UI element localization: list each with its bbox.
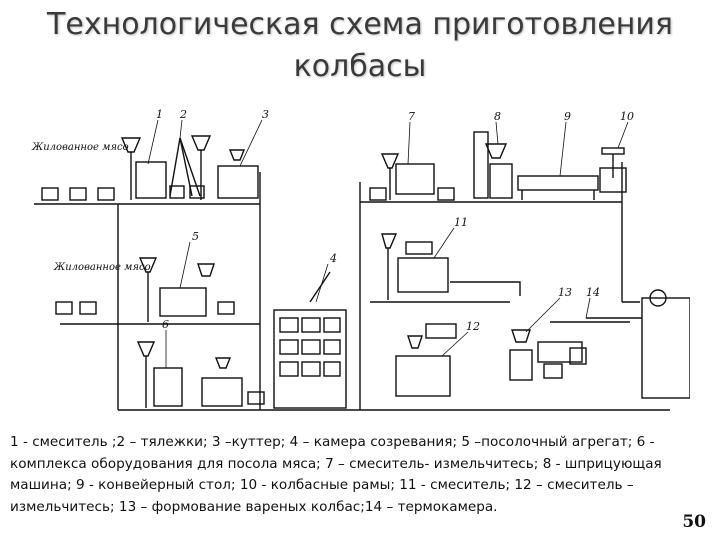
number-7: 7: [408, 110, 415, 123]
input-label-raw-meat-1: Жилованное мясо: [31, 142, 129, 153]
title-line-2: колбасы: [293, 49, 427, 84]
cart-2: [69, 187, 87, 201]
legend-caption: 1 - смеситель ;2 – тялежки; 3 –куттер; 4…: [10, 434, 662, 515]
lift-hopper-1: [120, 137, 142, 153]
mixer-grinder-7: [395, 163, 435, 195]
mixer-grinder-12: [395, 355, 451, 397]
salting-hopper: [138, 257, 158, 273]
mixer-11: [397, 257, 449, 293]
forming-13: [509, 349, 533, 381]
sausage-frames-10: [601, 147, 625, 155]
number-3: 3: [262, 108, 269, 121]
salting-aggregate-5: [159, 287, 207, 317]
title-line-1: Технологическая схема приготовления: [47, 7, 673, 42]
number-5: 5: [192, 230, 199, 243]
cart-3: [97, 187, 115, 201]
number-6: 6: [162, 318, 169, 331]
number-9: 9: [564, 110, 571, 123]
number-11: 11: [454, 216, 468, 229]
slide-title: Технологическая схема приготовления колб…: [0, 4, 720, 88]
cart-1: [41, 187, 59, 201]
syringe-machine-8: [489, 163, 513, 199]
cutter-hopper: [228, 149, 246, 161]
number-2: 2: [179, 108, 187, 121]
number-12: 12: [466, 320, 480, 333]
number-4: 4: [329, 252, 337, 265]
page-number: 50: [682, 512, 706, 532]
thermo-chamber-14: [641, 297, 690, 399]
number-1: 1: [156, 108, 163, 121]
process-flow-diagram: Жилованное мясо Жилованное мясо 1 2 3 4 …: [31, 108, 690, 411]
number-13: 13: [558, 286, 572, 299]
lift-hopper-2: [190, 135, 212, 151]
number-14: 14: [586, 286, 600, 299]
salting-equipment-6: [153, 367, 183, 407]
number-8: 8: [494, 110, 501, 123]
maturation-chamber-4: [273, 309, 347, 409]
number-10: 10: [620, 110, 634, 123]
mixer-1: [135, 161, 167, 199]
cart-tracks-2: [169, 137, 193, 197]
cutter-3: [217, 165, 259, 199]
conveyor-table-9: [517, 175, 599, 191]
input-label-raw-meat-2: Жилованное мясо: [53, 262, 151, 273]
